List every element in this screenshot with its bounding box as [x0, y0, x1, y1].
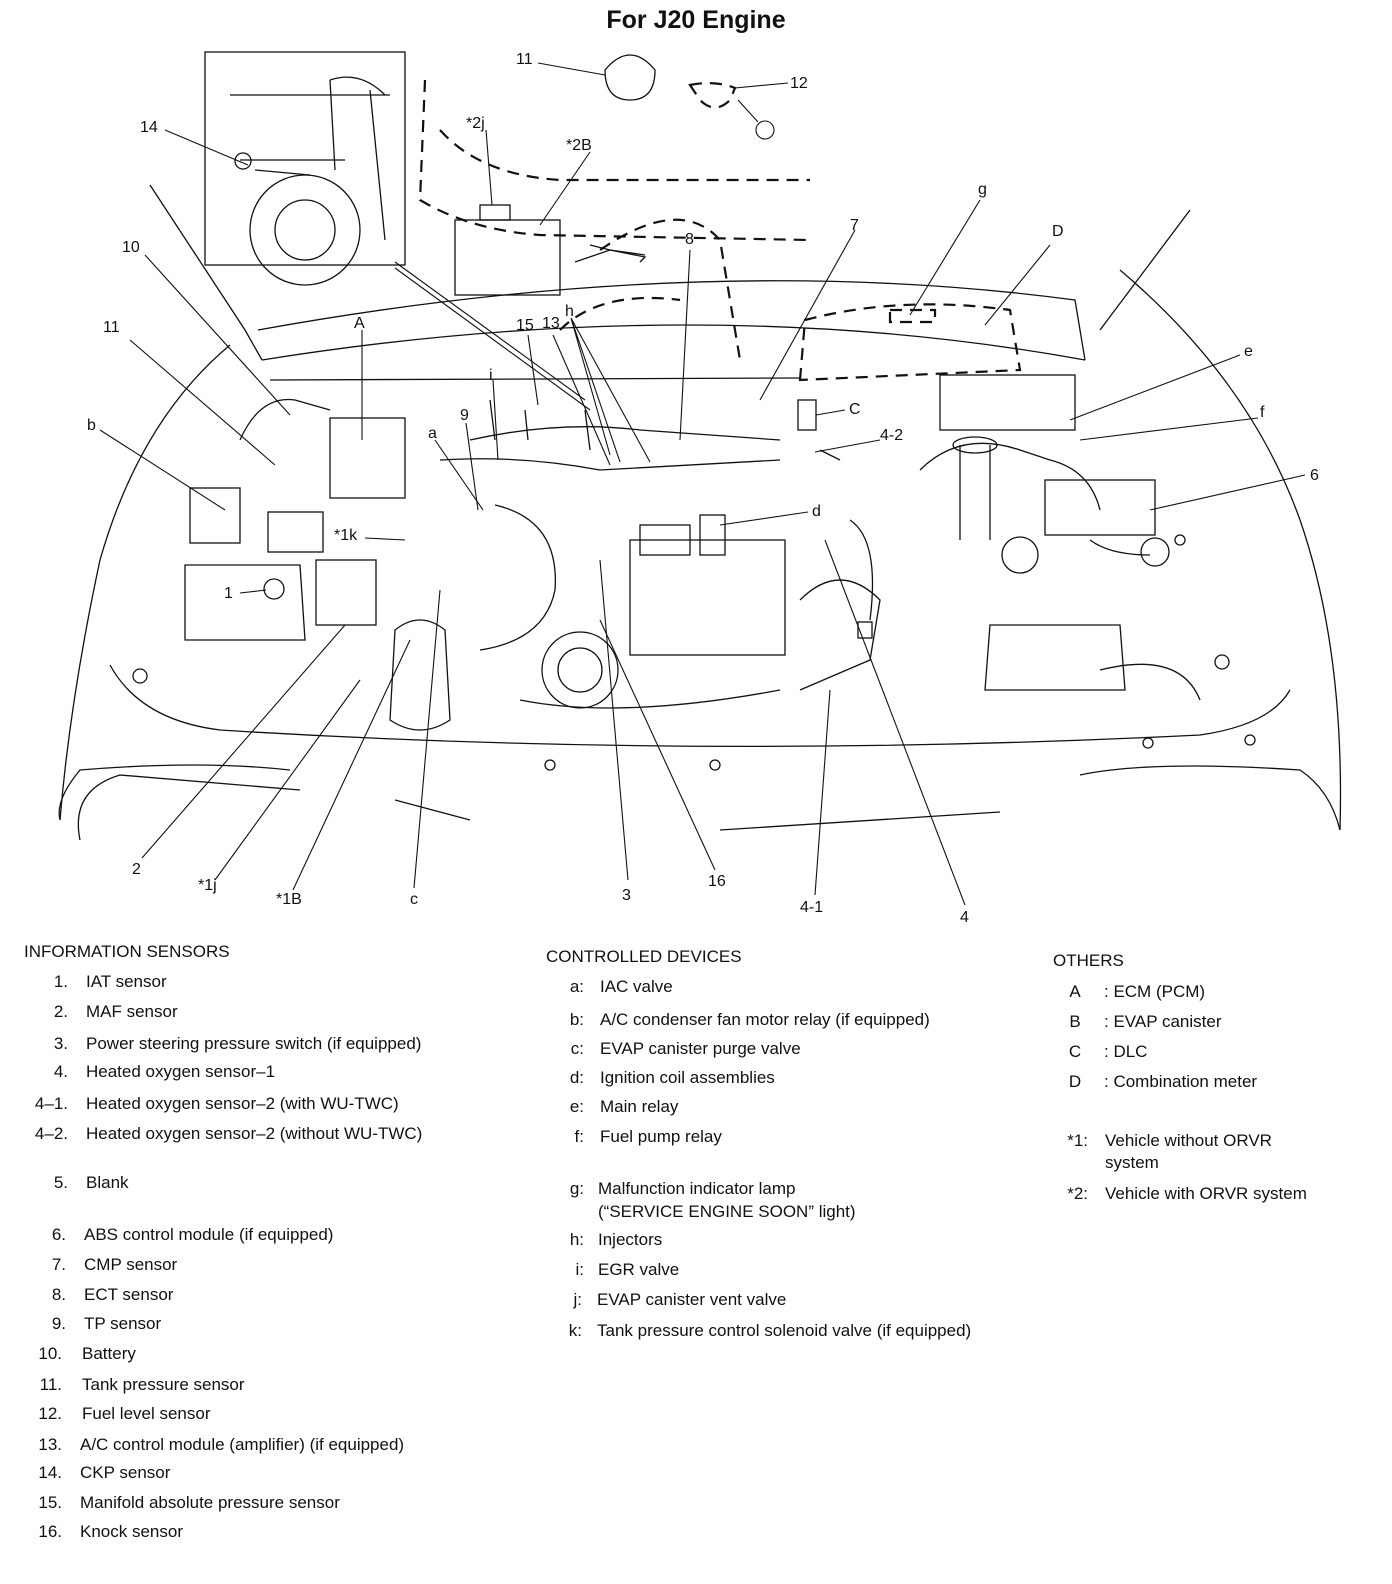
callout-labels: 11 12 *2j *2B 14 10 11 b A a 9 i 15 13 h…	[87, 51, 1319, 926]
lbl-12: 12	[790, 75, 808, 92]
lbl-h: h	[565, 303, 574, 320]
lbl-A: A	[354, 315, 365, 332]
lbl-4: 4	[960, 909, 969, 926]
lbl-g: g	[978, 181, 987, 198]
lbl-7: 7	[850, 217, 859, 234]
engine-bay-diagram: 11 12 *2j *2B 14 10 11 b A a 9 i 15 13 h…	[58, 51, 1342, 926]
lbl-10: 10	[122, 239, 140, 256]
evap-dashed-lines	[418, 79, 1022, 382]
controlled-devices-legend: CONTROLLED DEVICES a:IAC valve b:A/C con…	[546, 947, 972, 1340]
lbl-13: 13	[542, 315, 560, 332]
lbl-d: d	[812, 503, 821, 520]
lbl-i: i	[489, 367, 493, 384]
lbl-6: 6	[1310, 467, 1319, 484]
lbl-C: C	[849, 401, 861, 418]
lbl-14: 14	[140, 119, 158, 136]
information-sensors-legend: INFORMATION SENSORS 1.IAT sensor 2.MAF s…	[24, 942, 423, 1541]
lbl-b: b	[87, 417, 96, 434]
lbl-c: c	[410, 891, 418, 908]
others-heading: OTHERS	[1053, 951, 1124, 970]
lbl-D: D	[1052, 223, 1064, 240]
lbl-4-1: 4-1	[800, 899, 823, 916]
lbl-9: 9	[460, 407, 469, 424]
lbl-2B: *2B	[566, 137, 592, 154]
lbl-1k: *1k	[334, 527, 358, 544]
lbl-11-left: 11	[103, 319, 120, 336]
lbl-16: 16	[708, 873, 726, 890]
vehicle-outline	[58, 184, 1342, 841]
information-sensors-heading: INFORMATION SENSORS	[24, 942, 230, 961]
lbl-15: 15	[516, 317, 534, 334]
lbl-1j: *1j	[198, 877, 217, 894]
lbl-a: a	[428, 425, 437, 442]
lbl-2j: *2j	[466, 115, 485, 132]
lbl-11-top: 11	[516, 51, 533, 68]
lbl-e: e	[1244, 343, 1253, 360]
lbl-4-2: 4-2	[880, 427, 903, 444]
lbl-8: 8	[685, 231, 694, 248]
diagram-title: For J20 Engine	[606, 6, 786, 34]
others-legend: OTHERS A: ECM (PCM) B: EVAP canister C: …	[1053, 951, 1307, 1203]
lbl-f: f	[1260, 404, 1265, 421]
components	[132, 54, 1256, 771]
lbl-1B: *1B	[276, 891, 302, 908]
controlled-devices-heading: CONTROLLED DEVICES	[546, 947, 742, 966]
lbl-3: 3	[622, 887, 631, 904]
lbl-2: 2	[132, 861, 141, 878]
lbl-1: 1	[224, 585, 233, 602]
leader-lines	[99, 62, 1306, 906]
ckp-inset	[204, 51, 406, 286]
